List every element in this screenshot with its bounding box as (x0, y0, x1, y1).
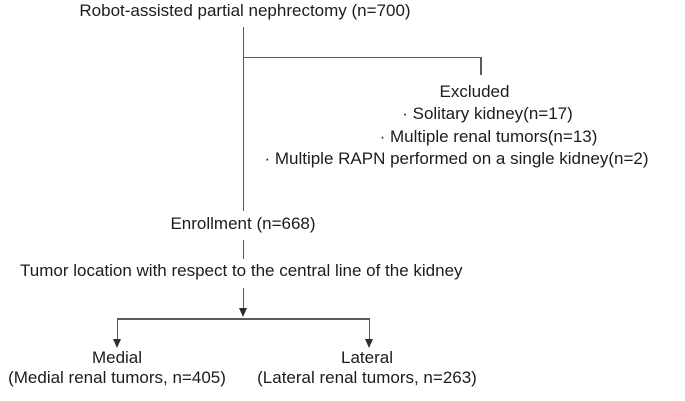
excluded-item-solitary-kidney: · Solitary kidney(n=17) (402, 104, 573, 124)
excluded-item-multiple-rapn: · Multiple RAPN performed on a single ki… (264, 149, 649, 169)
connector-lateral-arrow-line (368, 319, 370, 340)
connector-excluded-tick (480, 57, 482, 75)
arrowhead-medial-icon (112, 339, 121, 348)
medial-branch-name: Medial (91, 348, 143, 367)
connector-enrollment-to-split (242, 240, 244, 259)
split-criterion-label: Tumor location with respect to the centr… (20, 261, 463, 280)
node-medial: Medial (Medial renal tumors, n=405) (4, 348, 230, 387)
lateral-branch-detail: (Lateral renal tumors, n=263) (257, 367, 477, 387)
connector-medial-arrow-line (116, 319, 118, 340)
node-rapn-total: Robot-assisted partial nephrectomy (n=70… (79, 1, 411, 20)
excluded-item-multiple-tumors: · Multiple renal tumors(n=13) (379, 126, 598, 146)
medial-branch-detail: (Medial renal tumors, n=405) (8, 367, 226, 387)
connector-excluded-horizontal (243, 56, 481, 58)
excluded-heading: Excluded (439, 82, 510, 101)
connector-split-horizontal (116, 318, 370, 320)
connector-title-to-enrollment (242, 27, 244, 211)
node-excluded: Excluded · Solitary kidney(n=17) · Multi… (0, 81, 685, 171)
arrowhead-lateral-icon (364, 339, 373, 348)
arrowhead-split-icon (238, 308, 247, 317)
node-enrollment: Enrollment (n=668) (170, 214, 316, 233)
lateral-branch-name: Lateral (341, 348, 393, 367)
connector-split-arrow-line (242, 288, 244, 309)
node-lateral: Lateral (Lateral renal tumors, n=263) (254, 348, 480, 387)
